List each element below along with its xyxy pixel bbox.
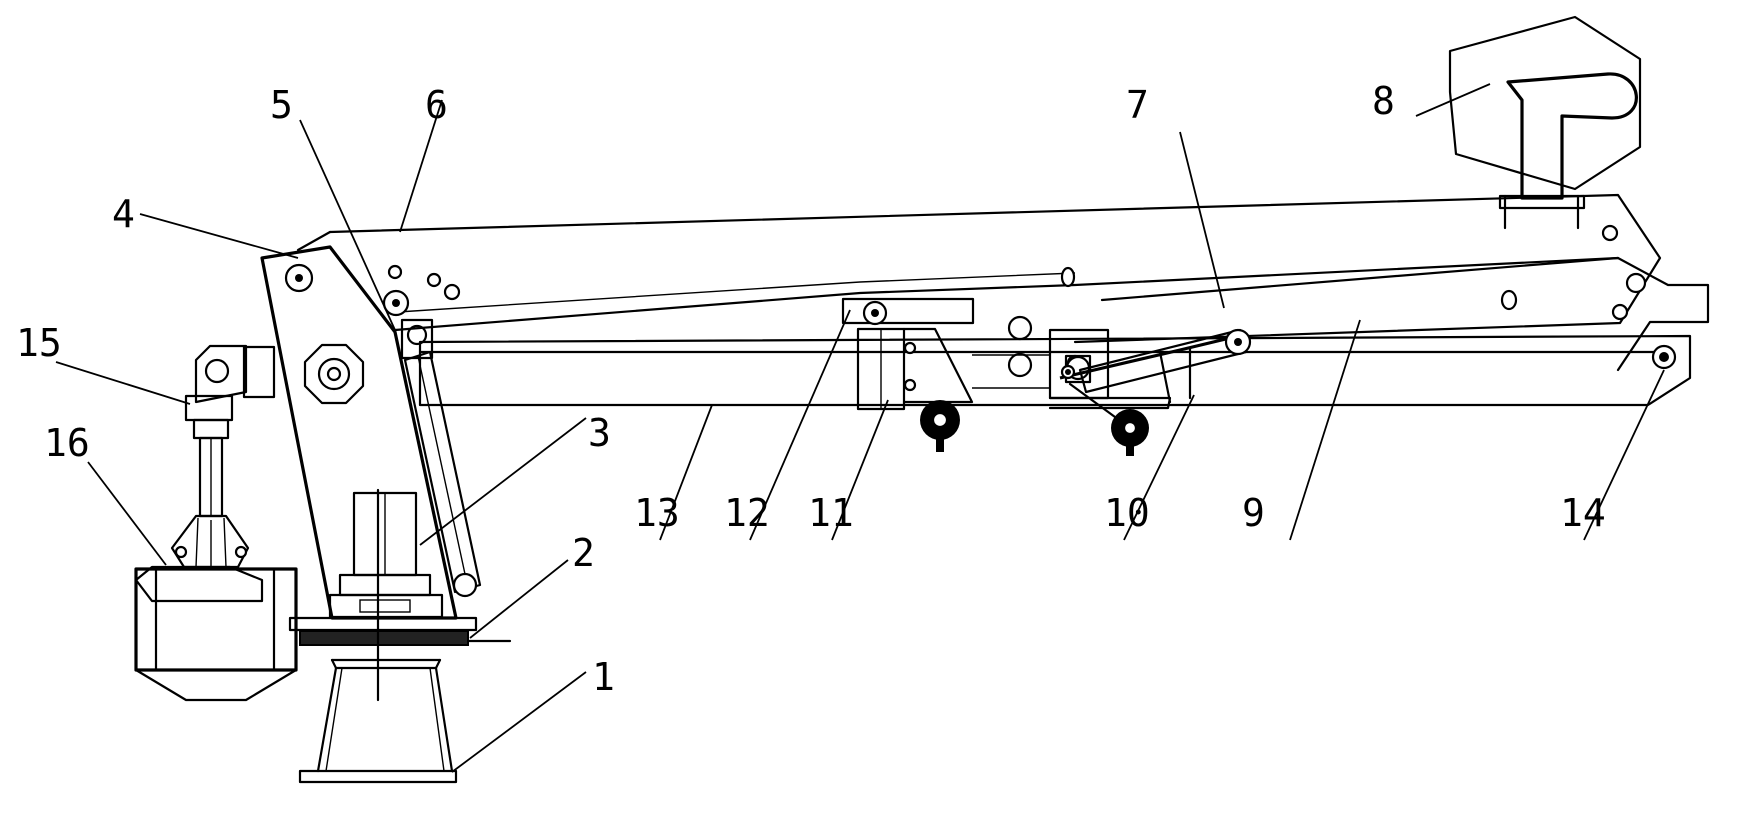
label-7: 7 — [1126, 83, 1149, 127]
label-1: 1 — [592, 655, 615, 699]
leader-lines — [55, 83, 1665, 773]
slew-motor — [328, 491, 444, 619]
label-12: 12 — [724, 491, 770, 535]
label-11: 11 — [808, 491, 854, 535]
outer-boom — [418, 334, 1692, 407]
luffing-cylinder — [400, 318, 482, 598]
label-3: 3 — [588, 411, 611, 455]
inner-boom — [1100, 256, 1710, 372]
label-8: 8 — [1372, 79, 1395, 123]
label-4: 4 — [112, 192, 135, 236]
label-6: 6 — [425, 83, 448, 127]
label-14: 14 — [1560, 491, 1606, 535]
slider-carriage — [841, 297, 975, 452]
label-2: 2 — [572, 531, 595, 575]
part-numbers: 1 2 3 4 5 6 7 8 9 10 11 12 13 14 15 16 — [16, 79, 1606, 699]
winch-bracket — [170, 344, 276, 569]
pedestal-base — [298, 658, 458, 784]
hook-head — [1448, 15, 1642, 230]
hydraulic-tank — [134, 565, 298, 702]
label-15: 15 — [16, 321, 62, 365]
label-13: 13 — [634, 491, 680, 535]
column-turret — [260, 245, 458, 620]
label-16: 16 — [44, 421, 90, 465]
label-9: 9 — [1242, 491, 1265, 535]
label-5: 5 — [270, 83, 293, 127]
extension-cylinder — [972, 315, 1252, 456]
main-boom — [296, 193, 1662, 344]
label-10: 10 — [1104, 491, 1150, 535]
